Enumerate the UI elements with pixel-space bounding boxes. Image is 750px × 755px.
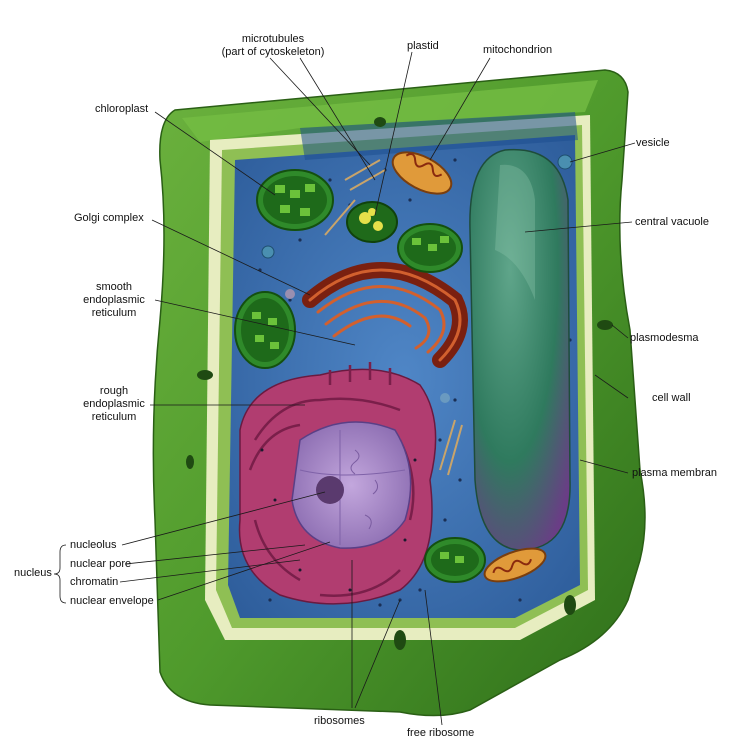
label-microtubules: microtubules (part of cytoskeleton): [218, 33, 328, 59]
label-rough-er-line1: rough: [99, 385, 129, 397]
label-smooth-er-line1: smooth: [95, 281, 133, 293]
central-vacuole-shape: [469, 148, 571, 551]
label-chloroplast: chloroplast: [95, 103, 149, 115]
label-nuclear-envelope: nuclear envelope: [70, 595, 154, 607]
plastid-shape: [346, 201, 398, 243]
label-rough-er-line2: endoplasmic: [83, 398, 145, 410]
nucleus-shape: [291, 421, 412, 549]
label-rough-er: rough endoplasmic reticulum: [78, 385, 150, 424]
label-ribosomes: ribosomes: [314, 715, 365, 727]
label-mitochondrion: mitochondrion: [483, 44, 553, 56]
label-nucleolus: nucleolus: [70, 539, 117, 551]
plasmodesma-holes: [186, 117, 613, 650]
label-plasma-membrane: plasma membran: [632, 467, 717, 479]
label-chromatin: chromatin: [70, 576, 119, 588]
label-smooth-er: smooth endoplasmic reticulum: [78, 281, 150, 320]
nucleolus-shape: [316, 476, 344, 504]
label-smooth-er-line2: endoplasmic: [83, 294, 145, 306]
label-vesicle: vesicle: [636, 137, 670, 149]
label-nuclear-pore: nuclear pore: [70, 558, 132, 570]
golgi-complex-shape: [302, 262, 468, 368]
label-cell-wall: cell wall: [652, 392, 691, 404]
label-microtubules-line1: microtubules: [241, 33, 305, 45]
microtubule-shapes: [324, 159, 463, 476]
leader-lines: [53, 51, 636, 726]
label-plasmodesma: plasmodesma: [630, 332, 699, 344]
label-golgi-complex: Golgi complex: [74, 212, 144, 224]
label-rough-er-line3: reticulum: [91, 411, 137, 423]
label-nucleus: nucleus: [14, 567, 52, 579]
mitochondrion-shapes: [391, 151, 547, 583]
label-plastid: plastid: [407, 40, 439, 52]
label-central-vacuole: central vacuole: [635, 216, 709, 228]
label-microtubules-line2: (part of cytoskeleton): [221, 46, 325, 58]
vesicle-shapes: [261, 154, 573, 403]
chloroplast-shapes: [234, 169, 486, 583]
label-free-ribosome: free ribosome: [407, 727, 475, 739]
label-smooth-er-line3: reticulum: [91, 307, 137, 319]
